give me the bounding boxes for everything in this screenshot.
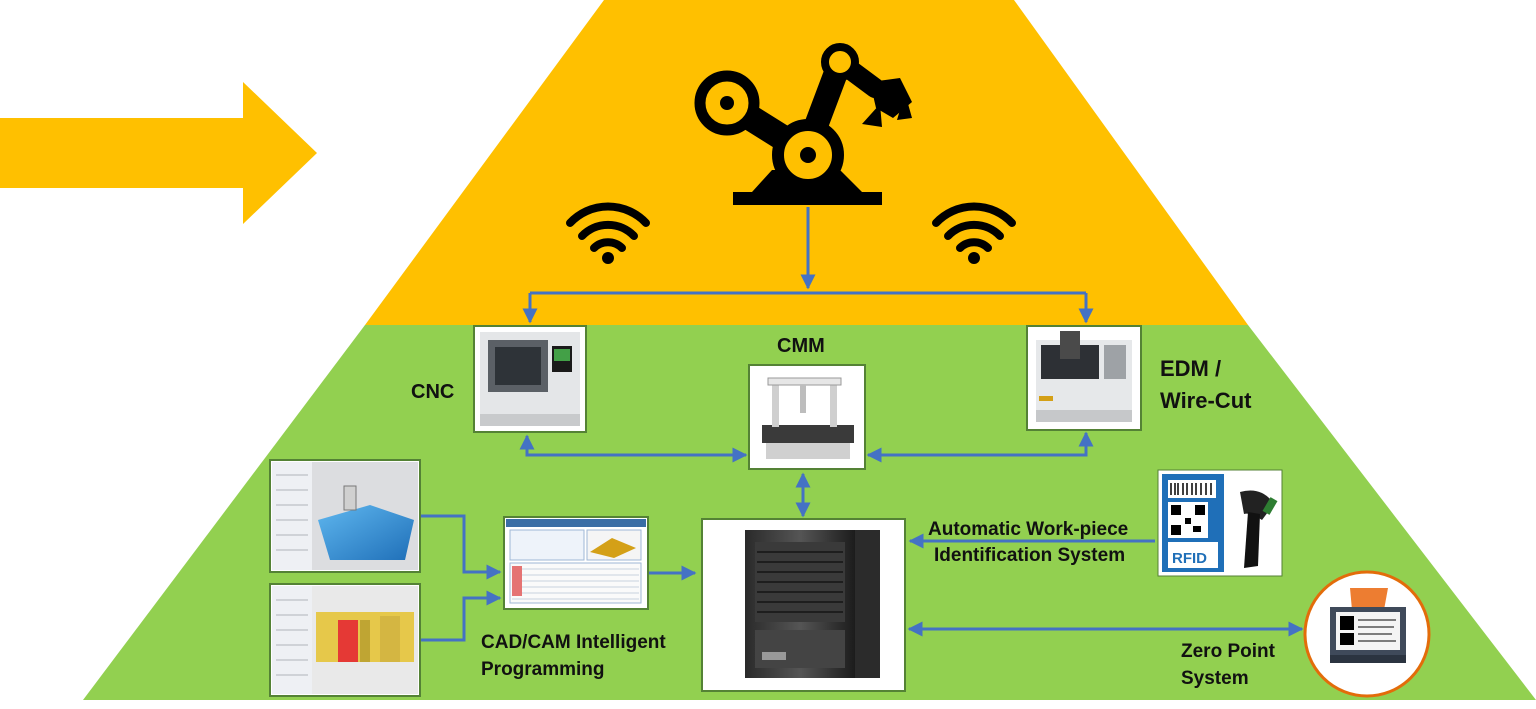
edm-machine-image: [1026, 325, 1142, 431]
label-auto-id-line2: Identification System: [934, 545, 1126, 566]
cnc-machine-image: [473, 325, 587, 433]
rfid-tag-icon: [1157, 469, 1283, 577]
label-cmm: CMM: [777, 335, 825, 357]
label-auto-id-line1: Automatic Work-piece: [928, 519, 1129, 540]
barcode-scanner-icon: [1240, 490, 1278, 568]
connectors: [420, 207, 1304, 642]
flow-arrow: [0, 82, 317, 224]
label-edm-line2: Wire-Cut: [1160, 388, 1252, 413]
label-printer-icon: [1303, 570, 1431, 698]
label-zero-line2: System: [1181, 668, 1249, 689]
server-tower-icon: [701, 518, 906, 692]
wifi-icon: [932, 202, 1016, 264]
label-cnc: CNC: [411, 381, 455, 403]
label-cadcam-line1: CAD/CAM Intelligent: [481, 632, 666, 653]
label-cadcam-line2: Programming: [481, 659, 605, 680]
cadcam-software-screenshot: [503, 516, 649, 610]
robot-arm-icon: [694, 43, 912, 205]
cad-screenshot-2: [269, 583, 421, 697]
label-zero-line1: Zero Point: [1181, 641, 1275, 662]
rfid-label: RFID: [1172, 550, 1207, 567]
cmm-machine-image: [748, 364, 866, 470]
cad-screenshot-1: [269, 459, 421, 573]
label-edm-line1: EDM /: [1160, 356, 1222, 381]
wifi-icon: [566, 202, 650, 264]
